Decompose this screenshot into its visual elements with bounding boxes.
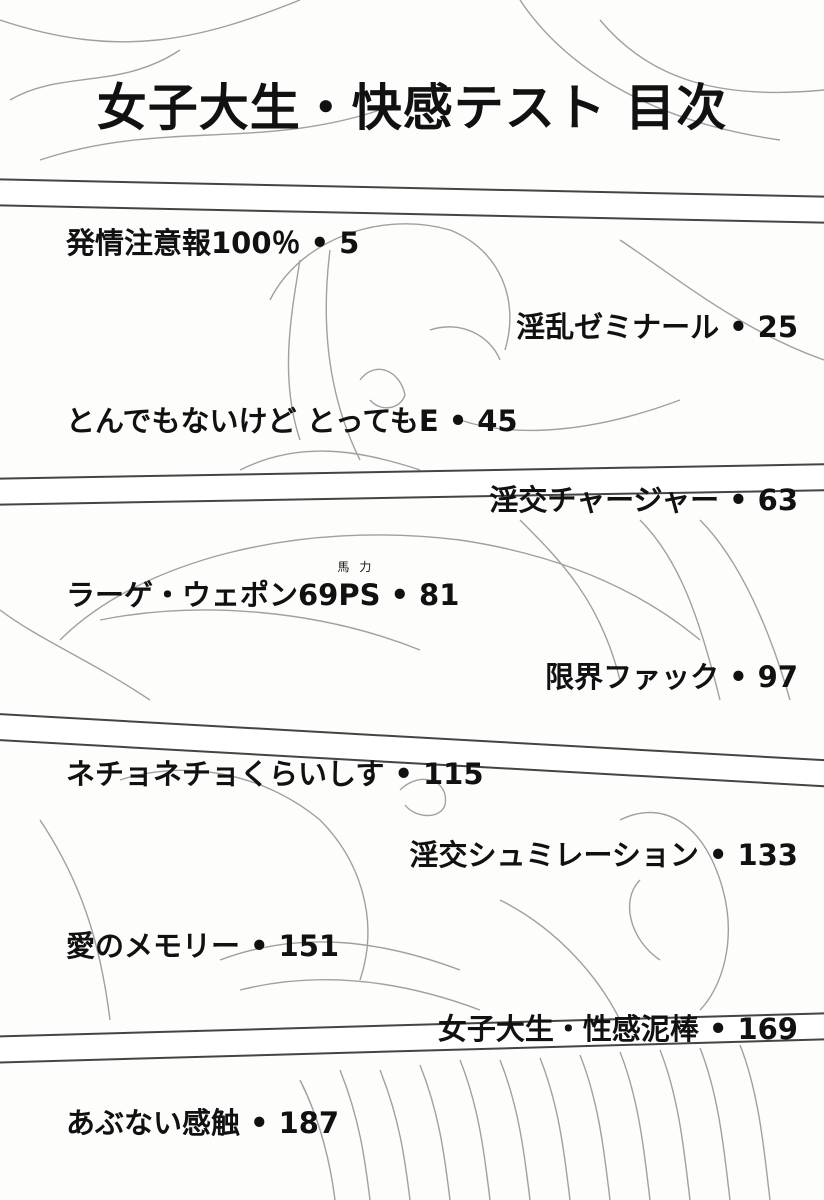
entry-title: 愛のメモリー: [66, 929, 241, 963]
toc-entry: 愛のメモリー • 151: [66, 929, 339, 964]
entry-title: 女子大生・性感泥棒: [437, 1012, 699, 1046]
entry-title: とんでもないけど とってもE: [66, 404, 439, 438]
toc-entry: あぶない感触 • 187: [66, 1106, 339, 1141]
entry-separator: •: [394, 757, 413, 791]
entry-title: 淫交チャージャー: [489, 483, 720, 517]
toc-entry: ネチョネチョくらいしす • 115: [66, 757, 484, 792]
toc-entry: とんでもないけど とってもE • 45: [66, 404, 518, 439]
toc-entry: 淫交チャージャー • 63: [489, 483, 798, 518]
entry-separator: •: [708, 838, 728, 872]
entry-page: 115: [422, 757, 484, 791]
entry-page: 97: [757, 660, 798, 694]
entry-separator: •: [250, 929, 269, 963]
toc-entry: ラーゲ・ウェポン69 馬力 PS • 81: [66, 560, 460, 613]
entry-page: 63: [757, 483, 798, 517]
toc-entry: 発情注意報100％ • 5: [66, 226, 359, 261]
entry-ruby: 馬力: [337, 560, 382, 574]
entry-separator: •: [448, 404, 468, 438]
ruby-group: 馬力 PS: [337, 560, 381, 613]
page-title: 女子大生・快感テスト 目次: [96, 79, 728, 137]
entry-separator: •: [729, 660, 748, 694]
entry-separator: •: [310, 226, 330, 260]
entry-page: 5: [339, 226, 360, 260]
entry-separator: •: [729, 310, 748, 344]
entry-page: 133: [737, 838, 798, 872]
toc-entry: 淫交シュミレーション • 133: [409, 838, 798, 873]
entry-page: 45: [477, 404, 518, 438]
entry-title: 淫乱ゼミナール: [516, 310, 720, 344]
entry-separator: •: [390, 578, 410, 612]
toc-entry: 淫乱ゼミナール • 25: [516, 310, 798, 345]
entry-title: 限界ファック: [545, 660, 720, 694]
entry-page: 151: [278, 929, 340, 963]
entry-page: 187: [278, 1106, 340, 1140]
entry-page: 81: [419, 578, 460, 612]
toc-entry: 限界ファック • 97: [545, 660, 798, 695]
entry-separator: •: [250, 1106, 269, 1140]
entry-page: 25: [757, 310, 798, 344]
entry-title: ネチョネチョくらいしす: [66, 757, 385, 791]
entry-page: 169: [737, 1012, 798, 1046]
entry-separator: •: [729, 483, 748, 517]
entry-title: 淫交シュミレーション: [409, 838, 699, 872]
entry-title: あぶない感触: [66, 1106, 241, 1140]
entry-title: 発情注意報100％: [66, 226, 301, 260]
entry-title-suffix: PS: [338, 578, 381, 612]
toc-entry: 女子大生・性感泥棒 • 169: [438, 1012, 798, 1047]
entry-title: ラーゲ・ウェポン69: [66, 578, 339, 612]
entry-separator: •: [708, 1012, 728, 1046]
